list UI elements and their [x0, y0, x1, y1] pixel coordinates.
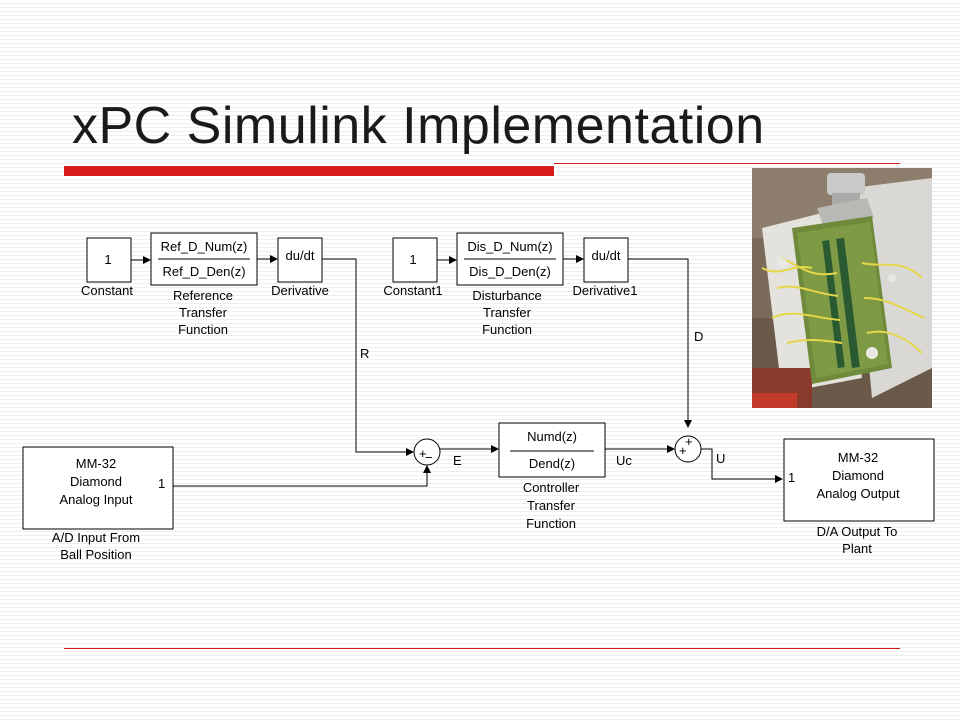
wire-u-signal [701, 448, 775, 480]
dist-tf-label-line1: Disturbance [472, 288, 541, 303]
ad-input-block[interactable]: MM-32 Diamond Analog Input 1 [22, 446, 174, 530]
slide-title: xPC Simulink Implementation [72, 97, 765, 155]
sum2-plus-left: + [679, 443, 687, 458]
controller-denominator: Dend(z) [529, 456, 575, 471]
derivative-block[interactable]: du/dt [277, 237, 323, 283]
wire-d-signal [628, 258, 689, 420]
title-underline [554, 163, 900, 164]
ad-label-line2: Ball Position [60, 547, 132, 562]
controller-label-line1: Controller [523, 480, 580, 495]
ref-tf-label-line1: Reference [173, 288, 233, 303]
controller-label-line2: Transfer [527, 498, 576, 513]
ad-line2: Diamond [70, 474, 122, 489]
da-line2: Diamond [832, 468, 884, 483]
derivative1-block[interactable]: du/dt [583, 237, 629, 283]
derivative1-text: du/dt [592, 248, 621, 263]
circuit-board-photo [752, 168, 932, 408]
da-output-block[interactable]: MM-32 Diamond Analog Output 1 [783, 438, 935, 522]
sum1-plus: + [419, 446, 427, 461]
da-label-line1: D/A Output To [817, 524, 898, 539]
reference-transfer-function-block[interactable]: Ref_D_Num(z) Ref_D_Den(z) [150, 232, 258, 286]
ad-port: 1 [158, 476, 165, 491]
dist-tf-numerator: Dis_D_Num(z) [467, 239, 552, 254]
controller-transfer-function-block[interactable]: Numd(z) Dend(z) [498, 422, 606, 478]
controller-label-line3: Function [526, 516, 576, 531]
ref-tf-numerator: Ref_D_Num(z) [161, 239, 248, 254]
constant-block[interactable]: 1 [86, 237, 132, 283]
derivative-label: Derivative [271, 283, 329, 298]
dist-tf-label-line2: Transfer [483, 305, 532, 320]
da-port: 1 [788, 470, 795, 485]
ref-tf-denominator: Ref_D_Den(z) [162, 264, 245, 279]
dist-tf-denominator: Dis_D_Den(z) [469, 264, 551, 279]
wire-r-signal [322, 258, 406, 453]
ad-line1: MM-32 [76, 456, 116, 471]
sum-block-1[interactable]: + − [413, 438, 441, 466]
signal-d-label: D [694, 329, 703, 344]
controller-numerator: Numd(z) [527, 429, 577, 444]
sum-block-2[interactable]: + + [674, 434, 702, 463]
da-line3: Analog Output [816, 486, 900, 501]
wire-ad-to-sum1 [173, 473, 428, 487]
signal-u-label: U [716, 451, 725, 466]
signal-r-label: R [360, 346, 369, 361]
ad-label-line1: A/D Input From [52, 530, 140, 545]
signal-e-label: E [453, 453, 462, 468]
constant-label: Constant [81, 283, 133, 298]
constant1-block[interactable]: 1 [392, 237, 438, 283]
dist-tf-label-line3: Function [482, 322, 532, 337]
ad-line3: Analog Input [59, 492, 132, 507]
constant-value: 1 [104, 252, 111, 267]
derivative1-label: Derivative1 [572, 283, 637, 298]
ref-tf-label-line2: Transfer [179, 305, 228, 320]
signal-uc-label: Uc [616, 453, 632, 468]
ref-tf-label-line3: Function [178, 322, 228, 337]
sum1-minus: − [425, 450, 433, 465]
footer-rule [64, 648, 900, 649]
da-line1: MM-32 [838, 450, 878, 465]
constant1-label: Constant1 [383, 283, 442, 298]
disturbance-transfer-function-block[interactable]: Dis_D_Num(z) Dis_D_Den(z) [456, 232, 564, 286]
da-label-line2: Plant [842, 541, 872, 556]
derivative-text: du/dt [286, 248, 315, 263]
constant1-value: 1 [409, 252, 416, 267]
title-accent-bar [64, 166, 554, 176]
sum2-plus-top: + [685, 434, 693, 449]
